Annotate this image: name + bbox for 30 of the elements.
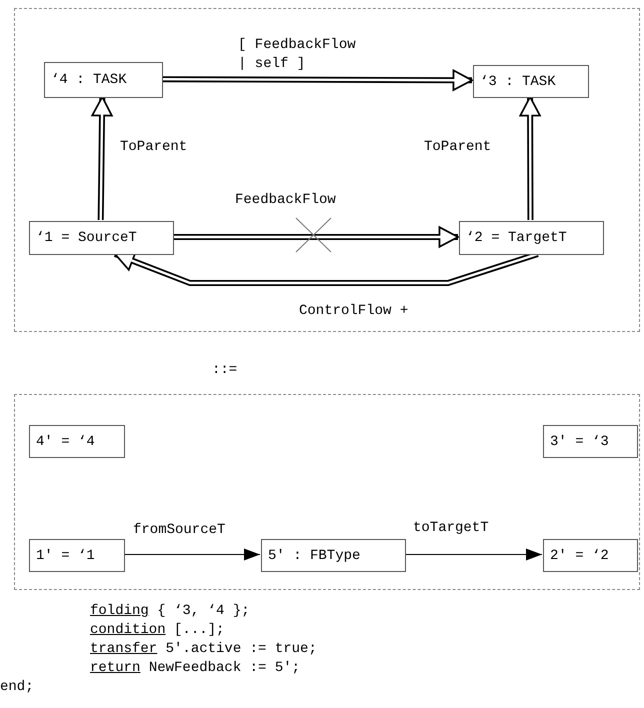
double-arrow <box>173 226 459 248</box>
double-arrow <box>91 96 113 220</box>
double-arrow <box>162 70 473 91</box>
node-box: ‘1 = SourceT <box>29 221 174 255</box>
node-box: 5′ : FBType <box>261 539 406 572</box>
text-label: end; <box>0 678 34 696</box>
edge-label: toTargetT <box>413 519 489 538</box>
edge-label: fromSourceT <box>133 521 226 540</box>
code-line: return NewFeedback := 5′; <box>90 659 300 677</box>
node-box: ‘3 : TASK <box>473 65 589 98</box>
edge-label: FeedbackFlow <box>235 191 336 210</box>
edge-label: ToParent <box>120 138 188 157</box>
edge-label: ControlFlow + <box>299 302 408 321</box>
arrow <box>404 548 542 560</box>
dashed-frame <box>14 8 640 332</box>
edge-label: [ FeedbackFlow | self ] <box>238 36 357 74</box>
text-label: ::= <box>212 361 238 379</box>
edge-label: ToParent <box>424 138 492 157</box>
node-box: 2′ = ‘2 <box>543 539 638 572</box>
node-box: ‘4 : TASK <box>44 62 163 98</box>
node-box: 4′ = ‘4 <box>29 425 125 458</box>
node-box: 3′ = ‘3 <box>543 425 638 458</box>
code-line: folding { ‘3, ‘4 }; <box>90 602 250 620</box>
code-line: transfer 5′.active := true; <box>90 640 317 658</box>
dashed-frame <box>14 394 640 590</box>
double-arrow <box>519 96 541 220</box>
code-line: condition [...]; <box>90 621 224 639</box>
arrow <box>124 548 260 560</box>
node-box: 1′ = ‘1 <box>29 539 125 572</box>
node-box: ‘2 = TargetT <box>459 221 604 255</box>
